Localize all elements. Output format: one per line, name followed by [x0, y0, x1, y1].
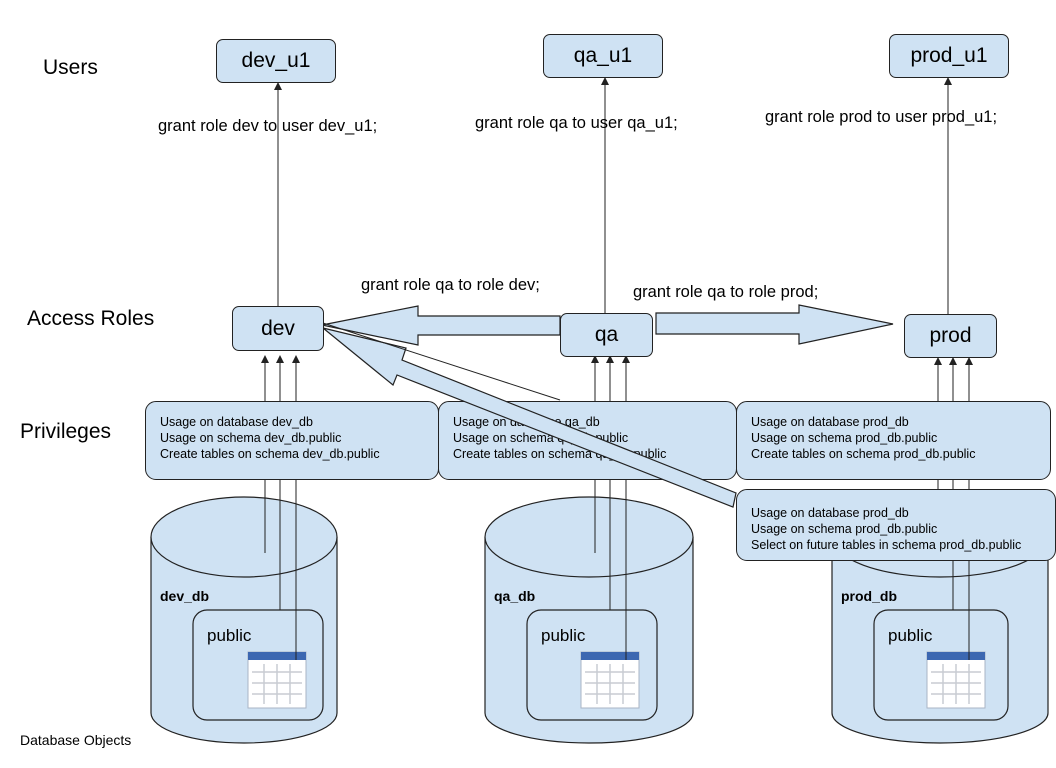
- table-icon: [247, 651, 307, 709]
- database-objects-layer-label: Database Objects: [20, 732, 132, 748]
- user-node-qa: qa_u1: [543, 34, 663, 78]
- qa-schema-name: public: [541, 626, 586, 645]
- user-grant-arrows: [274, 77, 952, 314]
- privilege-line: Usage on database prod_db: [751, 415, 909, 429]
- privilege-line: Usage on schema prod_db.public: [751, 431, 938, 445]
- access-roles-layer-label: Access Roles: [27, 307, 155, 330]
- privilege-line: Usage on database dev_db: [160, 415, 313, 429]
- role-node-qa: qa: [560, 313, 653, 357]
- role-node-prod: prod: [904, 314, 997, 358]
- grant-qa-user-label: grant role qa to user qa_u1;: [475, 114, 678, 132]
- prod-db-name: prod_db: [841, 588, 897, 604]
- qa-db-name: qa_db: [494, 588, 536, 604]
- dev-schema-name: public: [207, 626, 252, 645]
- grant-qa-to-dev-label: grant role qa to role dev;: [361, 276, 540, 294]
- prod-read-privileges-box: Usage on database prod_db Usage on schem…: [736, 489, 1056, 561]
- user-node-prod: prod_u1: [889, 34, 1009, 78]
- prod-privileges-box: Usage on database prod_db Usage on schem…: [736, 401, 1051, 480]
- privilege-line: Create tables on schema prod_db.public: [751, 447, 976, 461]
- dev-privileges-box: Usage on database dev_db Usage on schema…: [145, 401, 439, 480]
- table-icon: [580, 651, 640, 709]
- privilege-line: Usage on schema prod_db.public: [751, 522, 938, 536]
- privilege-line: Usage on database prod_db: [751, 506, 909, 520]
- prod-schema-name: public: [888, 626, 933, 645]
- grant-dev-user-label: grant role dev to user dev_u1;: [158, 117, 378, 135]
- privilege-line: Usage on schema dev_db.public: [160, 431, 342, 445]
- qa-to-prod-block-arrow: [655, 304, 894, 345]
- role-node-dev: dev: [232, 306, 324, 351]
- user-node-dev: dev_u1: [216, 39, 336, 83]
- dev-db-name: dev_db: [160, 588, 210, 604]
- table-icon: [926, 651, 986, 709]
- privilege-line: Create tables on schema dev_db.public: [160, 447, 380, 461]
- grant-qa-to-prod-label: grant role qa to role prod;: [633, 283, 819, 301]
- privilege-line: Select on future tables in schema prod_d…: [751, 538, 1022, 552]
- privileges-layer-label: Privileges: [20, 420, 112, 443]
- users-layer-label: Users: [43, 56, 98, 79]
- qa-to-dev-block-arrow: [321, 305, 561, 346]
- read-to-dev-block-arrow: [322, 327, 737, 508]
- grant-prod-user-label: grant role prod to user prod_u1;: [765, 108, 998, 126]
